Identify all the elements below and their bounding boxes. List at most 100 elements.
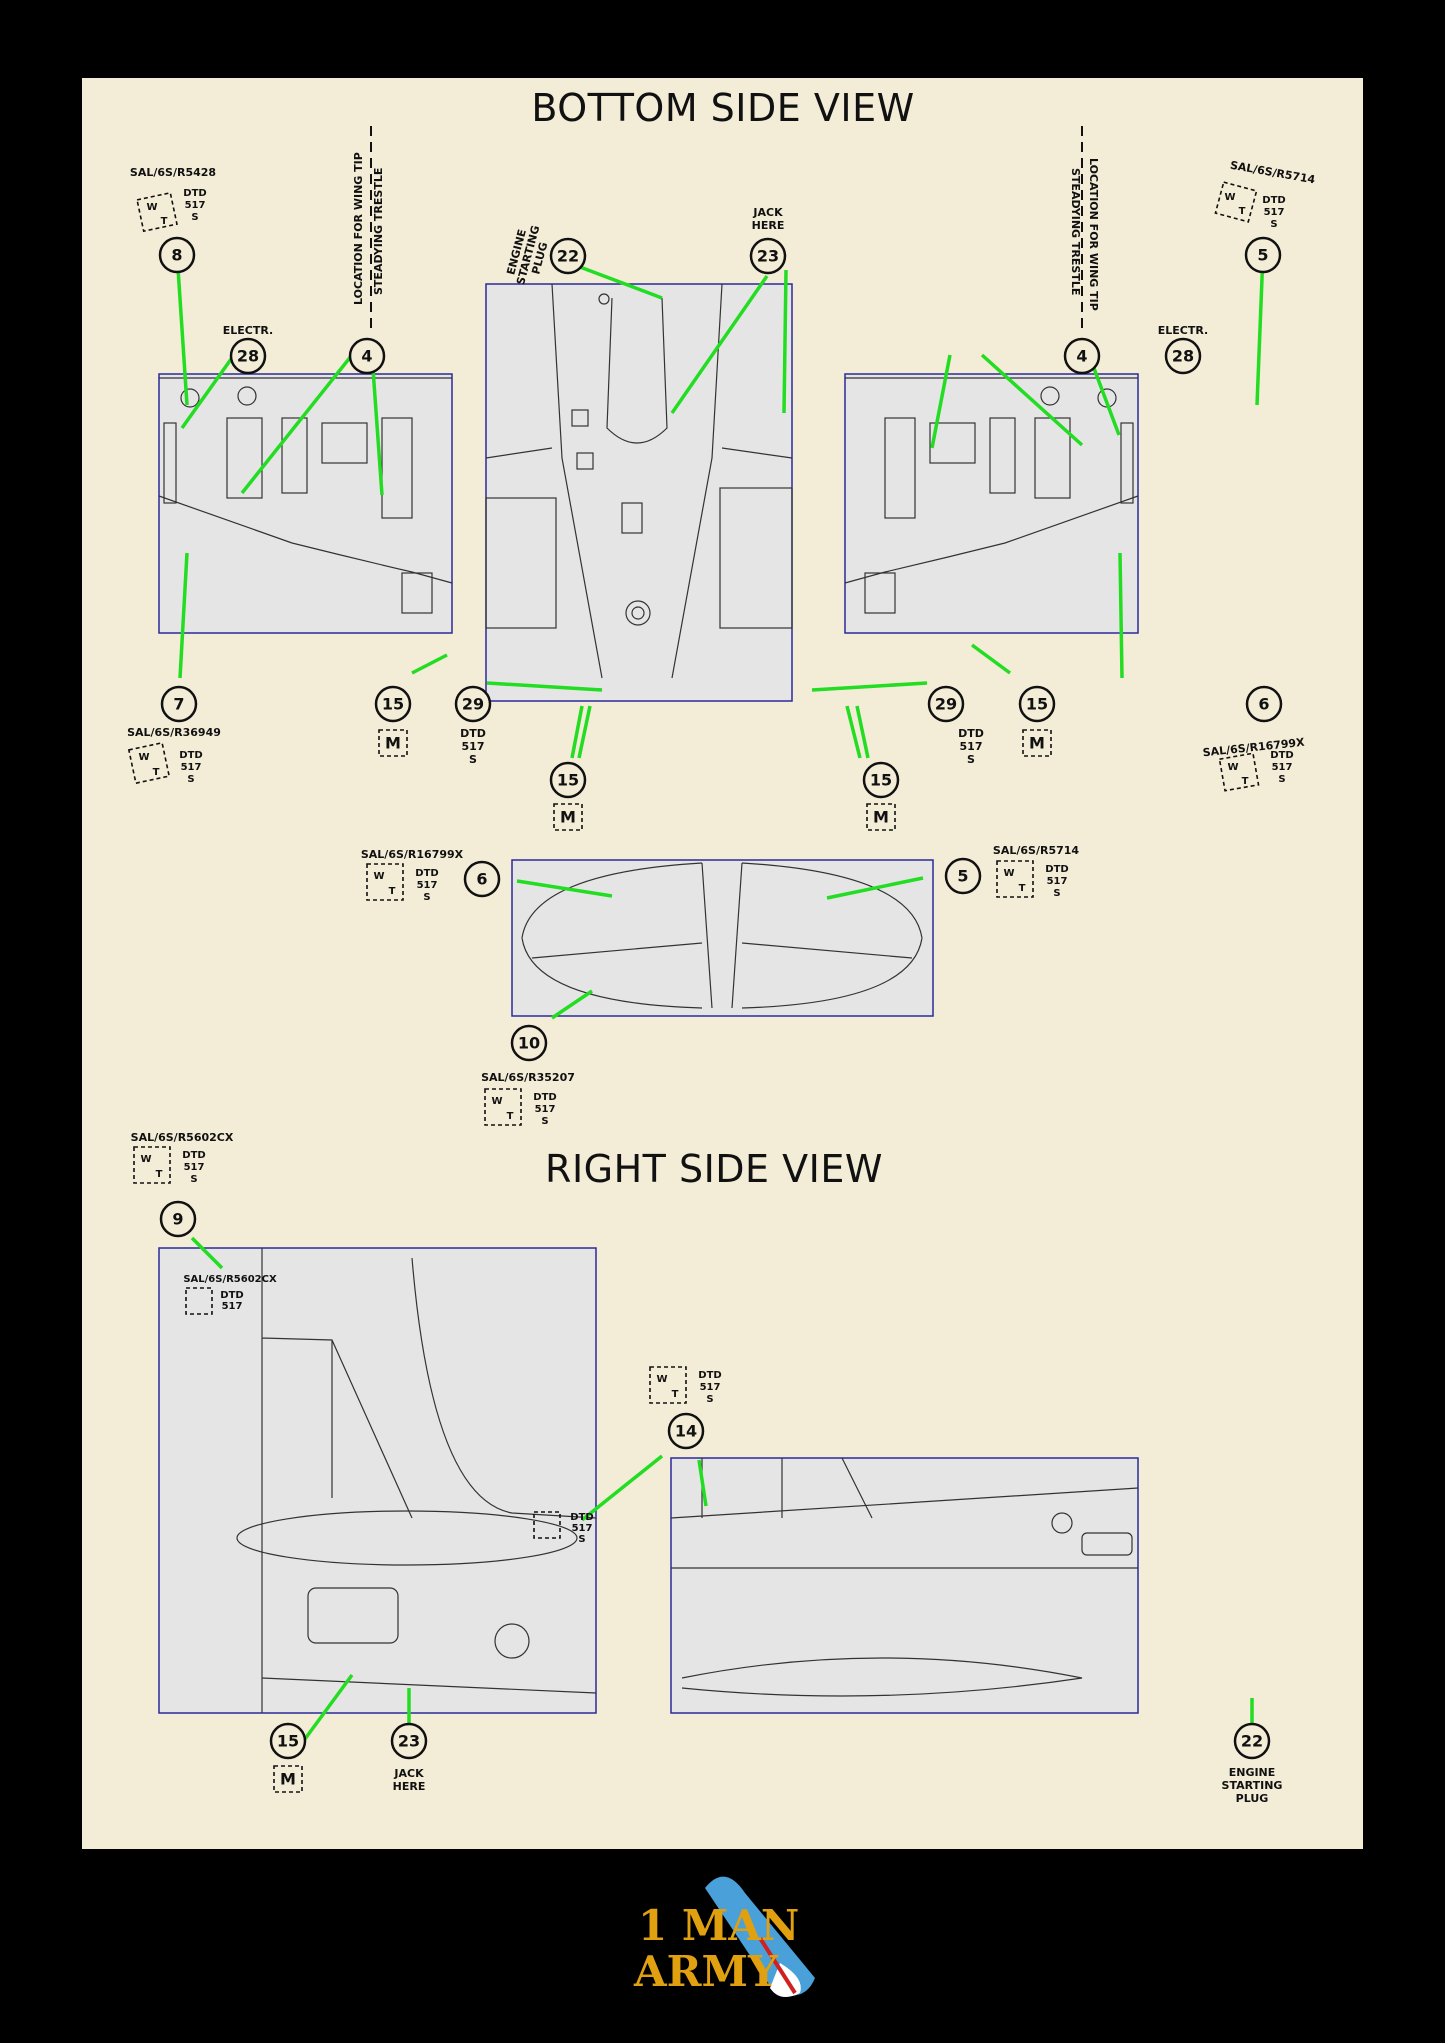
svg-text:22: 22 — [1241, 1732, 1263, 1751]
callout-15-center-left: 15 — [549, 761, 587, 799]
svg-text:ENGINE: ENGINE — [1229, 1766, 1276, 1779]
decal-placement-sheet: BOTTOM SIDE VIEW RIGHT SIDE VIEW — [82, 78, 1363, 1849]
svg-text:517: 517 — [572, 1523, 593, 1534]
svg-text:HERE: HERE — [393, 1780, 426, 1793]
label-engine-plug-top: ENGINE STARTING PLUG — [504, 224, 550, 286]
svg-text:T: T — [672, 1389, 679, 1400]
bottom-view-title: BOTTOM SIDE VIEW — [531, 86, 914, 130]
svg-text:W: W — [491, 1096, 502, 1107]
svg-text:M: M — [560, 808, 576, 827]
svg-text:S: S — [578, 1534, 585, 1545]
m-box-center-left: M — [553, 803, 583, 831]
svg-text:DTD: DTD — [570, 1512, 593, 1523]
svg-text:M: M — [280, 1770, 296, 1789]
svg-text:M: M — [1029, 734, 1045, 753]
svg-text:S: S — [706, 1394, 713, 1405]
callout-5-top: 5 — [1244, 236, 1282, 274]
svg-text:517: 517 — [181, 762, 202, 773]
fuselage-right-side-panel — [670, 1457, 1139, 1714]
callout-6-top: 6 — [1245, 685, 1283, 723]
svg-text:W: W — [373, 871, 384, 882]
svg-text:29: 29 — [462, 695, 484, 714]
svg-text:DTD: DTD — [220, 1290, 243, 1301]
svg-text:28: 28 — [1172, 347, 1194, 366]
svg-text:S: S — [469, 753, 477, 766]
svg-text:STEADYING TRESTLE: STEADYING TRESTLE — [1069, 168, 1082, 295]
svg-text:W: W — [1227, 762, 1238, 773]
callout-14: 14 — [667, 1412, 705, 1450]
svg-text:517: 517 — [1264, 207, 1285, 218]
callout-29-right: 29 — [927, 685, 965, 723]
svg-text:SAL/6S/R16799X: SAL/6S/R16799X — [361, 848, 464, 861]
svg-text:T: T — [507, 1111, 514, 1122]
svg-text:S: S — [190, 1174, 197, 1185]
callout-6-mid: 6 — [463, 860, 501, 898]
svg-text:7: 7 — [173, 695, 184, 714]
svg-text:517: 517 — [960, 740, 983, 753]
svg-text:SAL/6S/R36949: SAL/6S/R36949 — [127, 726, 221, 739]
svg-text:15: 15 — [870, 771, 892, 790]
label-jack-here-top: JACK HERE — [752, 206, 785, 232]
svg-text:S: S — [967, 753, 975, 766]
svg-text:DTD: DTD — [958, 727, 984, 740]
callout-8: 8 — [158, 236, 196, 274]
svg-text:29: 29 — [935, 695, 957, 714]
svg-text:DTD: DTD — [1262, 195, 1285, 206]
callout-28-left: 28 — [229, 337, 267, 375]
svg-text:5: 5 — [957, 867, 968, 886]
svg-text:15: 15 — [277, 1732, 299, 1751]
svg-text:SAL/6S/R5714: SAL/6S/R5714 — [993, 844, 1079, 857]
callout-4-right: 4 — [1063, 337, 1101, 375]
label-jack-here-bottom: JACK HERE — [393, 1767, 426, 1793]
svg-text:ELECTR.: ELECTR. — [1158, 324, 1208, 337]
svg-text:PLUG: PLUG — [1236, 1792, 1269, 1805]
svg-text:517: 517 — [184, 1162, 205, 1173]
label-electr-left: ELECTR. — [223, 324, 273, 337]
svg-text:HERE: HERE — [752, 219, 785, 232]
tailplane-underside-panel — [511, 859, 934, 1017]
svg-text:DTD: DTD — [179, 750, 202, 761]
svg-text:22: 22 — [557, 247, 579, 266]
svg-text:T: T — [1019, 883, 1026, 894]
svg-text:W: W — [1003, 868, 1014, 879]
wing-tip-trestle-note-right: LOCATION FOR WING TIP STEADYING TRESTLE — [1069, 126, 1100, 334]
svg-text:W: W — [656, 1374, 667, 1385]
callout-15-bottom: 15 — [269, 1722, 307, 1760]
svg-text:STEADYING TRESTLE: STEADYING TRESTLE — [372, 168, 385, 295]
svg-text:4: 4 — [361, 347, 372, 366]
svg-text:5: 5 — [1257, 246, 1268, 265]
right-view-title: RIGHT SIDE VIEW — [545, 1147, 883, 1191]
callout-22-bottom: 22 — [1233, 1722, 1271, 1760]
one-man-army-logo: 1 MAN ARMY — [630, 1868, 820, 2008]
fuselage-underside-panel — [485, 283, 793, 702]
callout-15-center-right: 15 — [862, 761, 900, 799]
callout-23-top: 23 — [749, 237, 787, 275]
label-engine-plug-bottom: ENGINE STARTING PLUG — [1222, 1766, 1283, 1805]
svg-text:517: 517 — [417, 880, 438, 891]
svg-text:T: T — [156, 1169, 163, 1180]
svg-text:S: S — [1053, 888, 1060, 899]
svg-text:W: W — [1224, 192, 1235, 203]
m-box-center-right: M — [866, 803, 896, 831]
svg-text:JACK: JACK — [752, 206, 783, 219]
m-box-right: M — [1022, 729, 1052, 757]
svg-text:S: S — [1270, 219, 1277, 230]
svg-text:W: W — [146, 202, 157, 213]
leader-lines — [175, 252, 1265, 1745]
svg-text:9: 9 — [172, 1210, 183, 1229]
svg-text:8: 8 — [171, 246, 182, 265]
m-box-bottom: M — [273, 1765, 303, 1793]
svg-text:S: S — [1278, 774, 1285, 785]
svg-text:S: S — [191, 212, 198, 223]
callout-4-left: 4 — [348, 337, 386, 375]
svg-text:LOCATION FOR WING TIP: LOCATION FOR WING TIP — [1087, 158, 1100, 311]
svg-text:M: M — [385, 734, 401, 753]
callout-15-right: 15 — [1018, 685, 1056, 723]
